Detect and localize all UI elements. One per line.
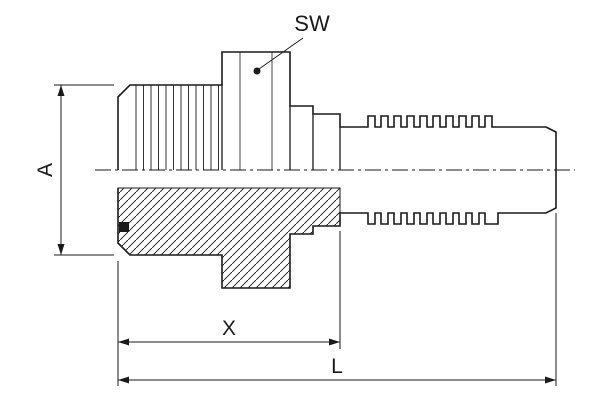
thread-texture xyxy=(130,85,222,170)
dimension-a-label: A xyxy=(34,163,57,177)
arrowhead-up xyxy=(57,85,65,96)
section-hatch xyxy=(117,187,341,289)
sw-label: SW xyxy=(294,11,330,36)
hex-nut-flats xyxy=(239,52,273,170)
dimension-l: L xyxy=(117,213,557,386)
arrowhead-down xyxy=(57,244,65,255)
shoulder-edges xyxy=(221,85,341,170)
sw-leader-dot xyxy=(253,67,261,75)
arrowhead-right xyxy=(545,376,556,384)
dimension-l-label: L xyxy=(331,355,343,378)
arrowhead-left xyxy=(118,376,129,384)
arrowhead-left xyxy=(118,338,129,346)
arrowhead-right xyxy=(329,338,340,346)
sw-callout: SW xyxy=(253,11,330,75)
dimension-a: A xyxy=(34,84,114,256)
dimension-x-label: X xyxy=(222,317,236,340)
fitting-outline xyxy=(117,51,557,289)
seal-ring-detail xyxy=(119,222,129,232)
sw-leader-line xyxy=(258,37,304,70)
dimension-x: X xyxy=(118,231,341,349)
